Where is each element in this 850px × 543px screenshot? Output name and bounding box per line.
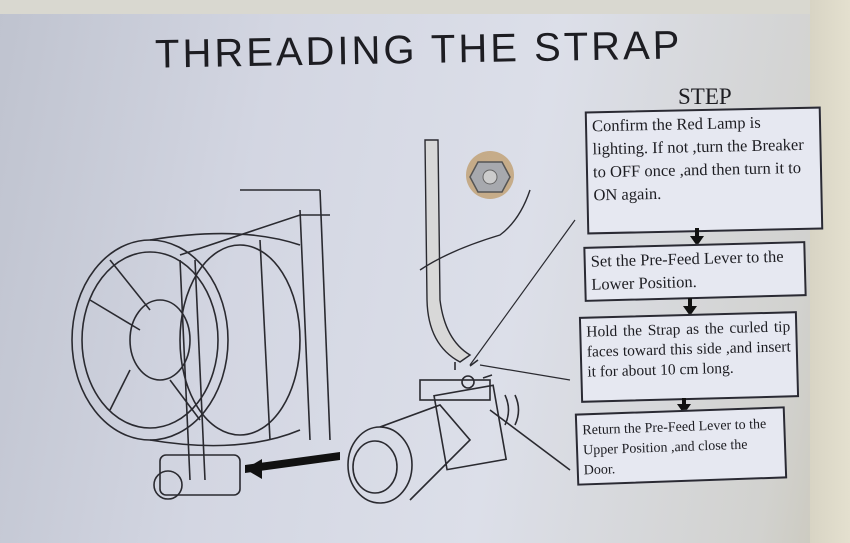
- down-arrow-icon: [683, 298, 697, 316]
- strap-reel-drawing: [71, 189, 331, 500]
- page-title: THREADING THE STRAP: [154, 23, 683, 77]
- arrowhead-icon: [245, 459, 262, 479]
- plate-top-edge: [0, 0, 850, 14]
- direction-arrow-icon: [245, 452, 340, 473]
- hand-drawing: [419, 189, 531, 271]
- step-4-box: Return the Pre-Feed Lever to the Upper P…: [574, 406, 788, 486]
- wall-surface: [810, 0, 850, 543]
- strap-drawing: [419, 139, 576, 381]
- step-heading: STEP: [678, 84, 732, 109]
- down-arrow-icon: [677, 398, 691, 414]
- feed-unit-drawing: [347, 359, 571, 504]
- step-1-box: Confirm the Red Lamp is lighting. If not…: [584, 106, 824, 235]
- down-arrow-icon: [690, 228, 704, 246]
- step-3-box: Hold the Strap as the curled tip faces t…: [578, 311, 800, 403]
- mounting-bolt-icon: [466, 151, 514, 199]
- step-2-box: Set the Pre-Feed Lever to the Lower Posi…: [583, 241, 807, 302]
